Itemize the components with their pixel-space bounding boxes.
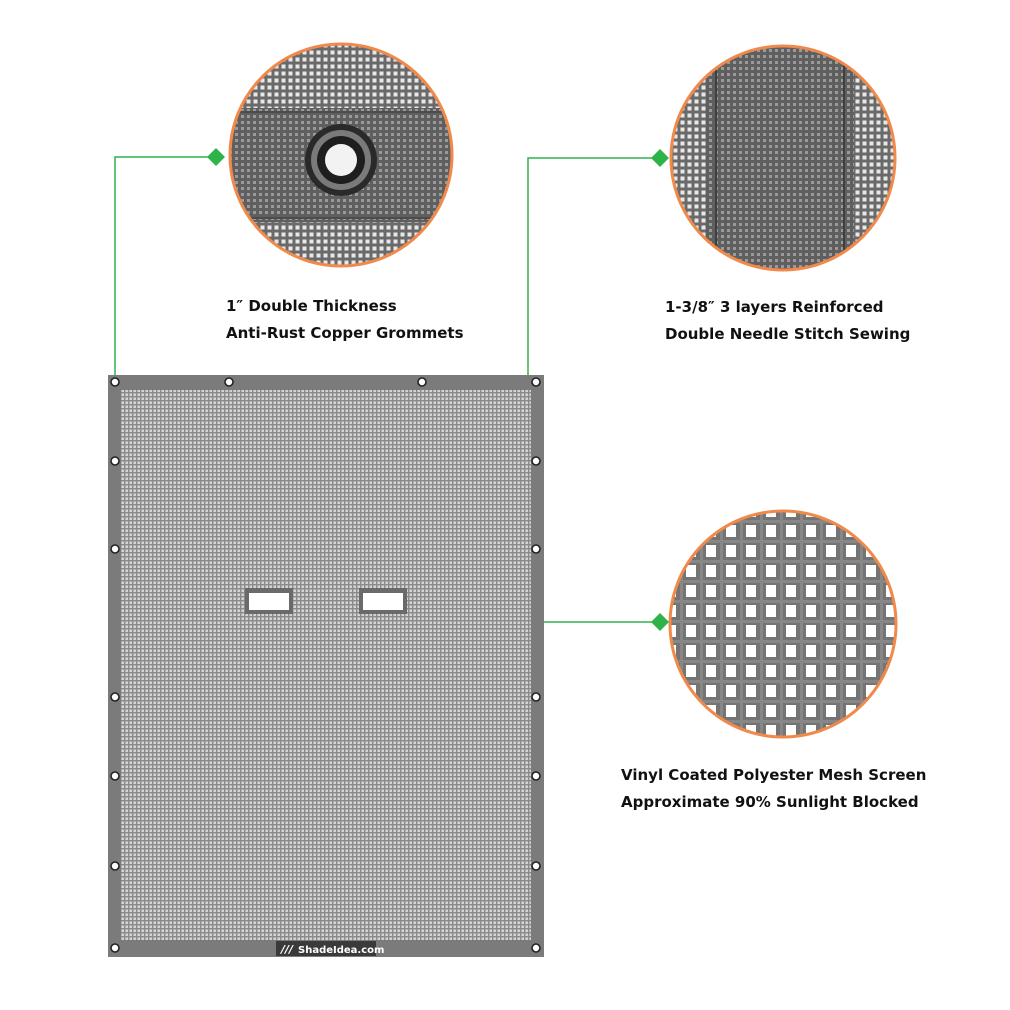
brand-label: /// ShadeIdea.com <box>276 941 384 956</box>
caption-mesh-line1: Vinyl Coated Polyester Mesh Screen <box>621 766 927 784</box>
brand-label-text: ShadeIdea.com <box>298 945 384 956</box>
grommet-icon <box>110 377 120 387</box>
diamond-marker-icon <box>651 613 669 631</box>
caption-mesh: Vinyl Coated Polyester Mesh Screen Appro… <box>621 762 926 816</box>
callout-grommet-closeup <box>228 42 454 268</box>
caption-mesh-line2: Approximate 90% Sunlight Blocked <box>621 793 919 811</box>
grommet-icon <box>531 943 541 953</box>
caption-grommet-line2: Anti-Rust Copper Grommets <box>226 324 464 342</box>
zipper-window-cutout <box>245 588 293 614</box>
grommet-icon <box>110 771 120 781</box>
grommet-icon <box>531 861 541 871</box>
grommet-icon <box>531 544 541 554</box>
connector-grommet <box>114 148 225 382</box>
callout-mesh-closeup <box>668 509 898 739</box>
grommet-icon <box>110 943 120 953</box>
grommet-icon <box>110 456 120 466</box>
caption-stitch: 1-3/8″ 3 layers Reinforced Double Needle… <box>665 294 910 348</box>
grommet-icon <box>110 692 120 702</box>
diamond-marker-icon <box>651 149 669 167</box>
brand-logo-slashes: /// <box>279 943 294 956</box>
grommet-icon <box>224 377 234 387</box>
grommet-icon <box>531 771 541 781</box>
callout-stitch-closeup <box>669 44 897 272</box>
connector-stitch <box>527 149 669 382</box>
grommet-icon <box>110 861 120 871</box>
grommet-icon <box>531 377 541 387</box>
caption-grommet-line1: 1″ Double Thickness <box>226 297 397 315</box>
grommet-icon <box>531 456 541 466</box>
caption-grommet: 1″ Double Thickness Anti-Rust Copper Gro… <box>226 293 464 347</box>
grommet-icon <box>531 692 541 702</box>
caption-stitch-line2: Double Needle Stitch Sewing <box>665 325 911 343</box>
caption-stitch-line1: 1-3/8″ 3 layers Reinforced <box>665 298 884 316</box>
grommet-icon <box>305 124 377 196</box>
zipper-window-cutout <box>359 588 407 614</box>
diamond-marker-icon <box>207 148 225 166</box>
shade-screen: /// ShadeIdea.com <box>108 375 544 957</box>
grommet-icon <box>110 544 120 554</box>
grommet-icon <box>417 377 427 387</box>
